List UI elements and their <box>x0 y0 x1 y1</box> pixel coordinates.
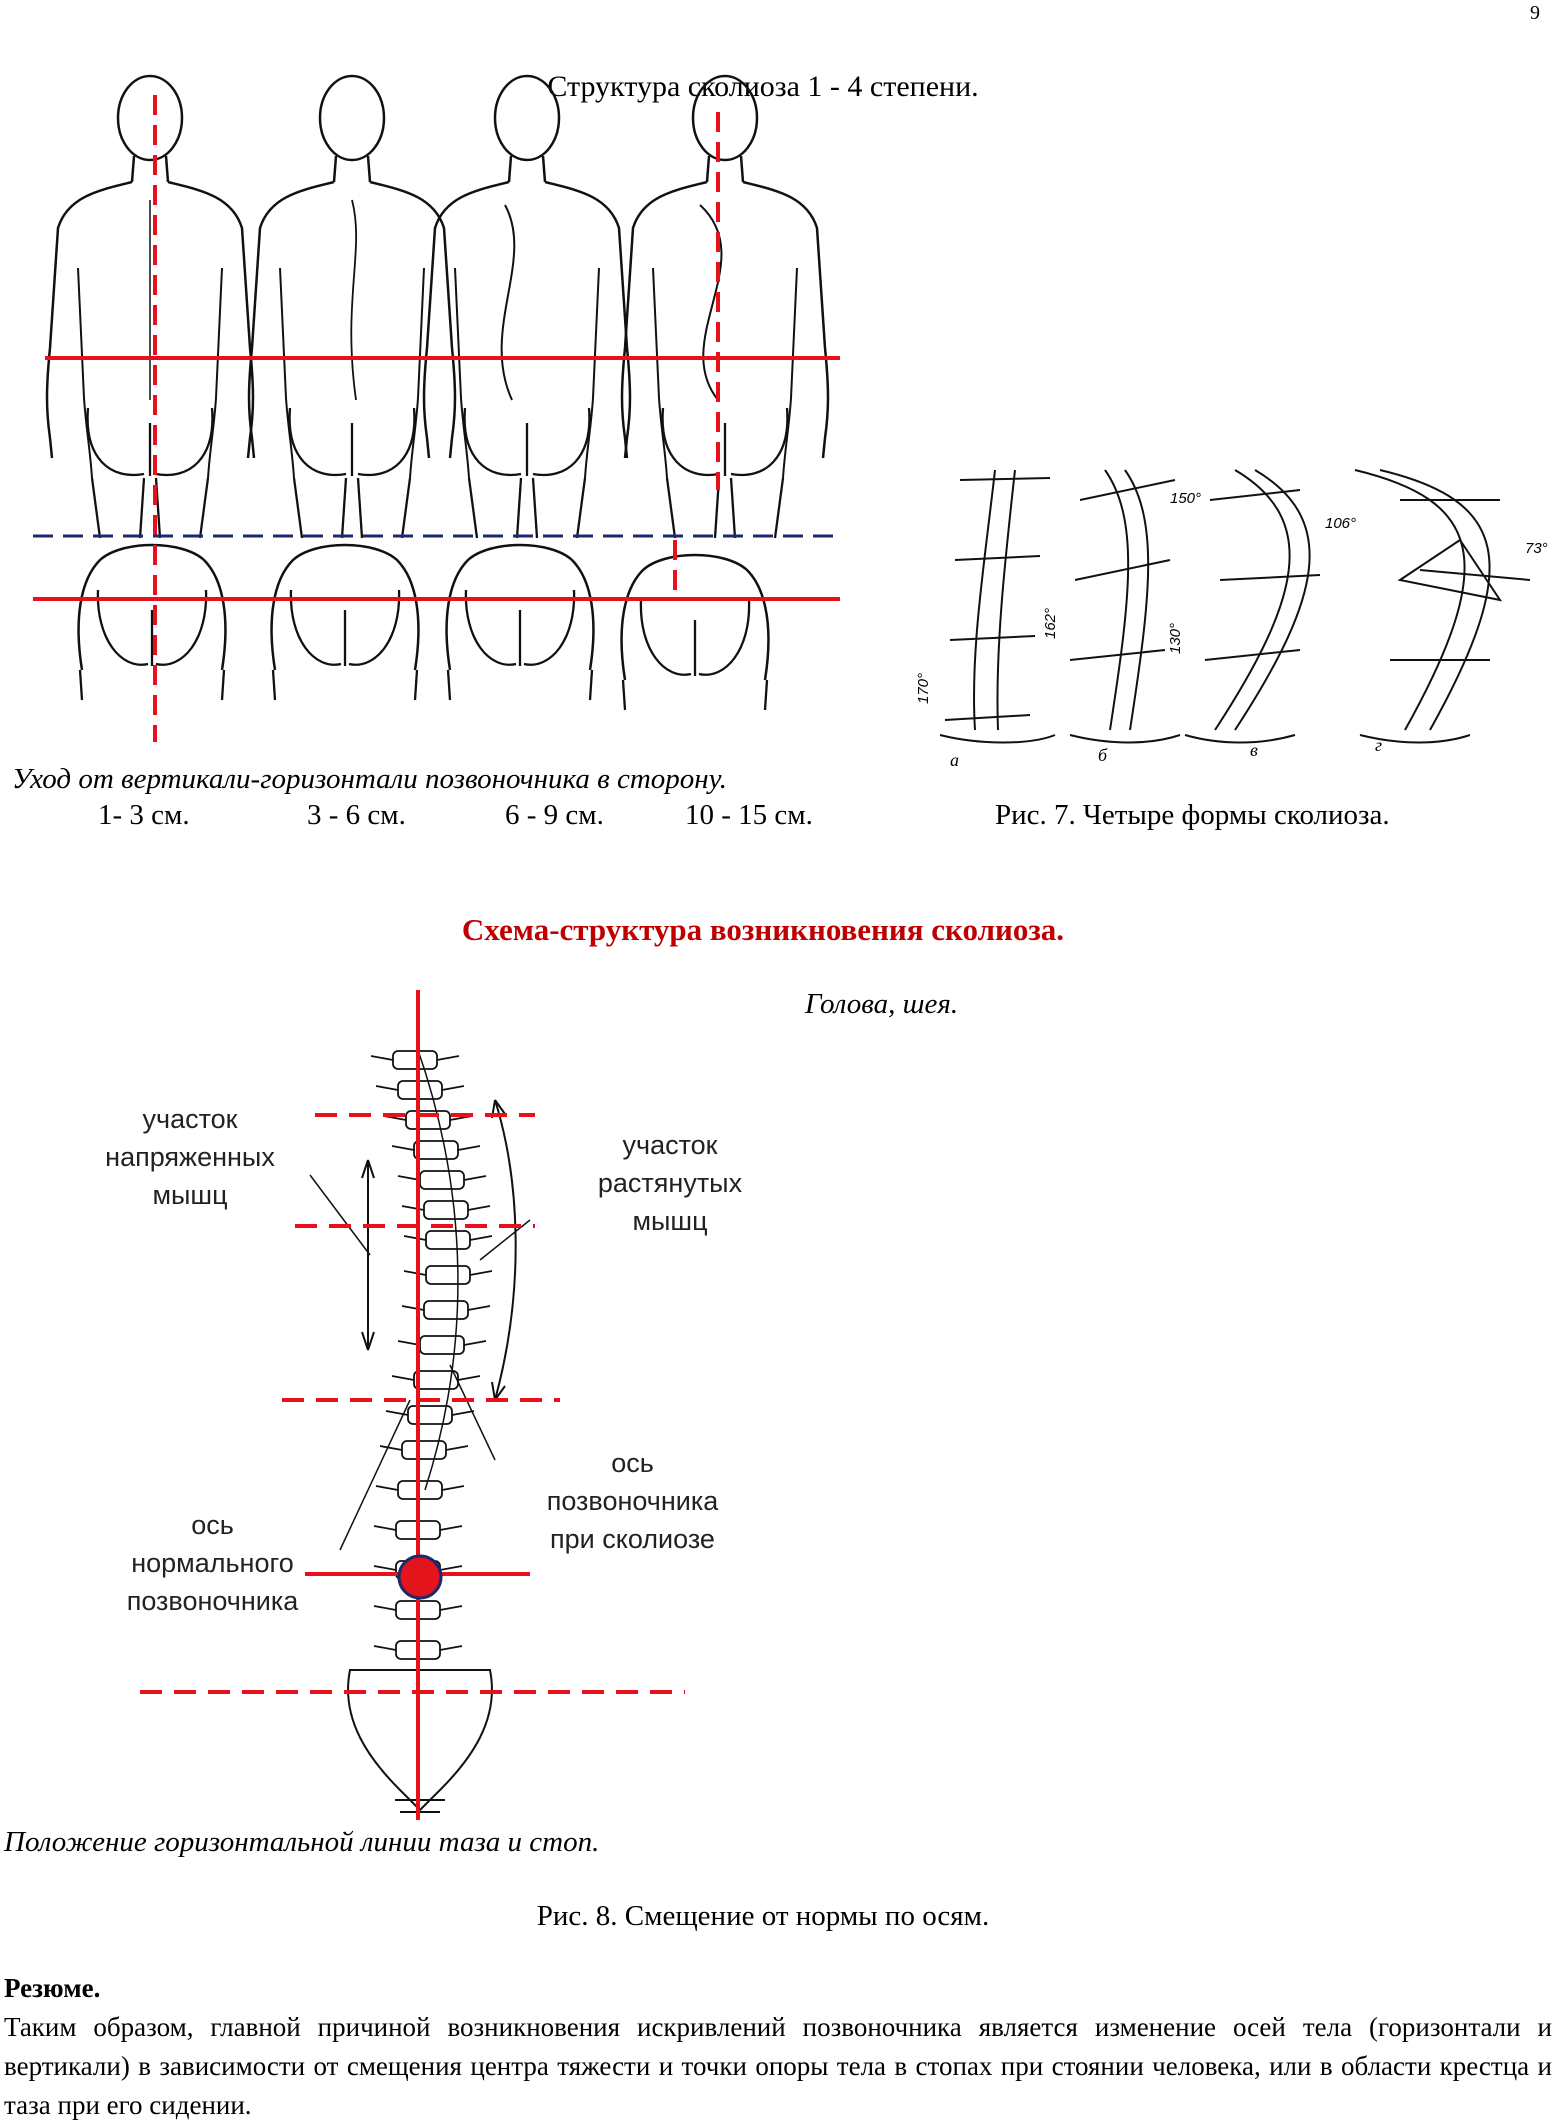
figure-degree-3 <box>422 74 632 540</box>
fig7-letter-b: б <box>1098 745 1108 765</box>
label-pelvis-line: Положение горизонтальной линии таза и ст… <box>4 1826 600 1858</box>
degree-label-2: 3 - 6 см. <box>307 799 406 831</box>
summary-title: Резюме. <box>4 1973 101 2003</box>
degree-label-3: 6 - 9 см. <box>505 799 604 831</box>
fig7-angle-a: 170° <box>915 672 933 705</box>
label-axis-normal: ось нормального позвоночника <box>126 1510 299 1616</box>
figure7-spine-g <box>1354 469 1531 744</box>
fig7-angle-g: 73° <box>1525 540 1548 557</box>
pelvis-view-2 <box>270 543 420 702</box>
fig7-letter-a: а <box>950 750 959 770</box>
label-axis-scoliosis: ось позвоночника при сколиозе <box>546 1448 719 1554</box>
figure8-title: Схема-структура возникновения сколиоза. <box>461 912 1065 947</box>
pelvis-view-4 <box>620 553 770 712</box>
pelvis-view-3 <box>445 543 595 702</box>
figure-title-scoliosis-degrees: Структура сколиоза 1 - 4 степени. <box>547 70 979 103</box>
figure7-spine-a <box>939 469 1056 744</box>
center-of-gravity-dot <box>397 1554 443 1600</box>
label-tense-muscles: участок напряженных мышц <box>105 1104 275 1210</box>
degree-label-4: 10 - 15 см. <box>685 799 813 831</box>
label-head-neck: Голова, шея. <box>805 988 959 1020</box>
figure7-spine-b <box>1069 469 1181 744</box>
summary-text: Таким образом, главной причиной возникно… <box>4 2012 1552 2120</box>
degree-label-1: 1- 3 см. <box>98 799 190 831</box>
fig7-angle-v2: 130° <box>1167 622 1185 655</box>
pelvis-view-1 <box>77 543 227 702</box>
figure-degree-1 <box>45 74 255 540</box>
figure-degree-2 <box>247 74 457 540</box>
fig7-angle-b2: 162° <box>1042 607 1060 640</box>
label-stretched-muscles: участок растянутых мышц <box>597 1130 743 1236</box>
fig7-angle-v1: 106° <box>1325 515 1357 532</box>
figure8-caption: Рис. 8. Смещение от нормы по осям. <box>536 1900 990 1932</box>
figure7-caption: Рис. 7. Четыре формы сколиоза. <box>995 799 1390 831</box>
fig7-angle-b1: 150° <box>1170 490 1202 507</box>
fig7-letter-v: в <box>1250 740 1258 760</box>
caption-deviation: Уход от вертикали-горизонтали позвоночни… <box>12 763 727 795</box>
figure-degree-4 <box>620 74 830 540</box>
page-number: 9 <box>1530 2 1540 24</box>
fig7-letter-g: г <box>1375 735 1383 755</box>
figure7-spine-v <box>1184 469 1321 744</box>
